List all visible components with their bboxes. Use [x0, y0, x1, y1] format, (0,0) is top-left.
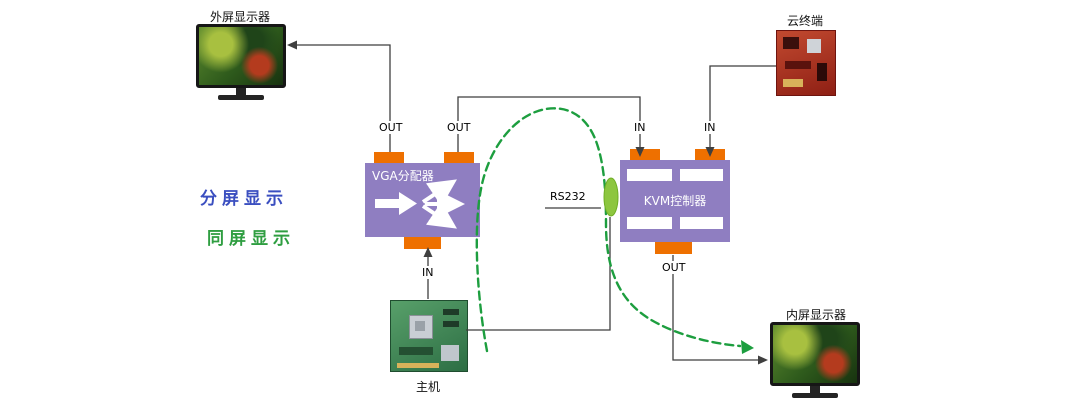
vga-splitter-title: VGA分配器: [372, 169, 434, 183]
monitor-stand-neck: [236, 88, 246, 95]
board-slot: [443, 309, 459, 315]
vga-in-port: [404, 237, 441, 249]
internal-display-monitor: [770, 322, 860, 398]
kvm-in-port-left: [630, 149, 660, 160]
kvm-out-label: OUT: [660, 261, 688, 274]
cloud-terminal-image: [776, 30, 836, 96]
external-display-label: 外屏显示器: [209, 10, 270, 24]
rs232-label: RS232: [548, 190, 588, 203]
vga-splitter-box: VGA分配器: [365, 152, 480, 249]
kvm-slot: [627, 217, 672, 229]
kvm-in-left-label: IN: [632, 121, 648, 134]
same-screen-note: 同屏显示: [207, 229, 295, 249]
monitor-stand-base: [792, 393, 838, 398]
external-display-monitor: [196, 24, 286, 100]
board-chip: [817, 63, 827, 81]
kvm-out-port: [655, 242, 692, 254]
board-connector: [397, 363, 439, 368]
host-label: 主机: [415, 380, 440, 394]
vga-out-port-right: [444, 152, 474, 163]
kvm-controller-title: KVM控制器: [643, 194, 707, 208]
kvm-slot: [680, 217, 723, 229]
host-board-image: [390, 300, 468, 372]
cloud-terminal-label: 云终端: [786, 14, 823, 28]
internal-display-label: 内屏显示器: [785, 308, 846, 322]
vga-out-right-label: OUT: [445, 121, 473, 134]
monitor-screen: [196, 24, 286, 88]
kvm-slot: [627, 169, 672, 181]
vga-out-left-label: OUT: [377, 121, 405, 134]
board-connector: [783, 79, 803, 87]
vga-out-port-left: [374, 152, 404, 163]
monitor-stand-base: [218, 95, 264, 100]
board-chip: [807, 39, 821, 53]
board-slot: [443, 321, 459, 327]
vga-in-label: IN: [420, 266, 436, 279]
kvm-in-right-label: IN: [702, 121, 718, 134]
board-chip: [783, 37, 799, 49]
board-chip: [441, 345, 459, 361]
cpu-die: [415, 321, 425, 331]
monitor-stand-neck: [810, 386, 820, 393]
kvm-controller-box: KVM控制器: [620, 149, 730, 254]
board-slot: [785, 61, 811, 69]
split-arrows-icon: [375, 179, 465, 229]
monitor-screen: [770, 322, 860, 386]
split-screen-note: 分屏显示: [200, 189, 288, 209]
kvm-slot: [680, 169, 723, 181]
board-slot: [399, 347, 433, 355]
kvm-in-port-right: [695, 149, 725, 160]
